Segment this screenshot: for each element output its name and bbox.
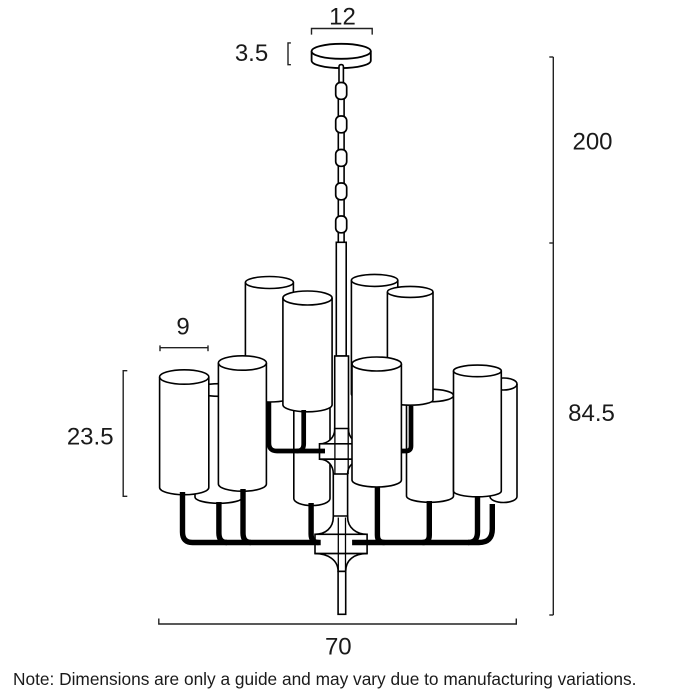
svg-text:23.5: 23.5 [67, 423, 114, 450]
svg-text:70: 70 [325, 634, 352, 661]
svg-text:200: 200 [572, 129, 612, 156]
svg-text:12: 12 [329, 4, 356, 31]
svg-text:9: 9 [176, 314, 189, 341]
svg-text:3.5: 3.5 [235, 40, 268, 67]
svg-text:Note: Dimensions are only a gu: Note: Dimensions are only a guide and ma… [13, 669, 636, 689]
svg-text:84.5: 84.5 [568, 400, 615, 427]
